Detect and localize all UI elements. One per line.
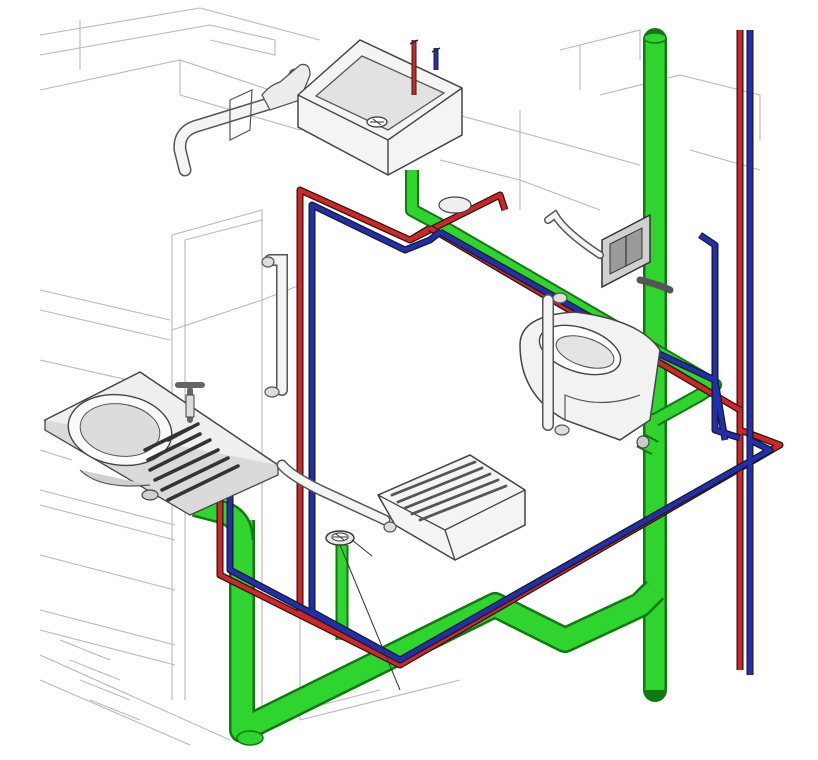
cold-water-pipes bbox=[226, 30, 774, 675]
floor-drain-icon bbox=[325, 530, 401, 691]
washbasin-icon bbox=[297, 39, 463, 176]
sink-icon bbox=[43, 371, 280, 516]
pipe-fittings bbox=[141, 196, 650, 501]
grab-bar-icon bbox=[173, 63, 311, 177]
flush-plate-icon bbox=[544, 209, 674, 294]
washbasin-supply-lines bbox=[409, 39, 441, 95]
grab-bar-icon bbox=[261, 254, 288, 398]
toilet-icon bbox=[519, 292, 661, 441]
seat-icon bbox=[276, 454, 526, 561]
